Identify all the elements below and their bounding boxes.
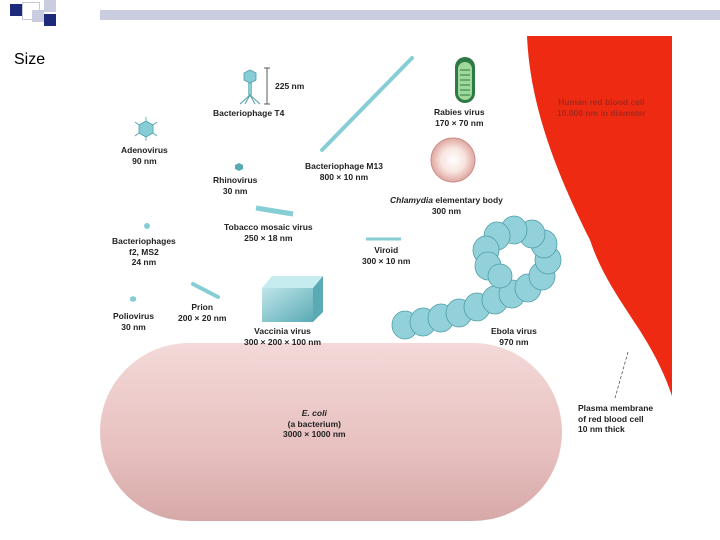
chlamydia-size: 300 nm (431, 205, 462, 216)
m13-label: Bacteriophage M13 800 × 10 nm (305, 161, 383, 182)
chlamydia-label: Chlamydia elementary body 300 nm (390, 195, 503, 216)
ecoli-line1: E. coli (301, 408, 327, 418)
prion-size: 200 × 20 nm (178, 312, 227, 323)
m13-name: Bacteriophage M13 (305, 161, 383, 171)
rbc-label: Human red blood cell 10,000 nm in diamet… (557, 97, 646, 118)
rhinovirus-label: Rhinovirus 30 nm (213, 175, 257, 196)
vaccinia-size: 300 × 200 × 100 nm (244, 336, 322, 347)
ecoli-line2: (a bacterium) (287, 418, 341, 429)
adenovirus-label: Adenovirus 90 nm (121, 145, 168, 166)
chlamydia-name-italic: Chlamydia (390, 195, 433, 205)
chlamydia-name-rest: elementary body (433, 195, 503, 205)
vaccinia-virus-shape (262, 276, 323, 322)
bacteriophage-m13-shape (320, 56, 414, 152)
ebola-name: Ebola virus (491, 326, 537, 336)
ecoli-bacterium (100, 343, 562, 521)
prion-name: Prion (191, 302, 214, 312)
decorative-square-1 (10, 4, 22, 16)
t4-name-label: Bacteriophage T4 (213, 108, 285, 118)
polio-label: Poliovirus 30 nm (113, 311, 154, 332)
ecoli-line3: 3000 × 1000 nm (283, 429, 346, 439)
rhinovirus-size: 30 nm (222, 185, 248, 196)
adenovirus-name: Adenovirus (121, 145, 168, 155)
tmv-name: Tobacco mosaic virus (224, 222, 313, 232)
membrane-pointer-line (614, 351, 629, 399)
m13-size: 800 × 10 nm (319, 171, 369, 182)
title-bar-stripe (100, 10, 720, 20)
tmv-label: Tobacco mosaic virus 250 × 18 nm (224, 222, 313, 243)
viroid-label: Viroid 300 × 10 nm (362, 245, 410, 266)
tmv-size: 250 × 18 nm (244, 232, 293, 243)
vaccinia-name: Vaccinia virus (254, 326, 311, 336)
chlamydia-body-shape (430, 137, 476, 183)
rbc-name: Human red blood cell (558, 97, 645, 107)
vaccinia-label: Vaccinia virus 300 × 200 × 100 nm (244, 326, 321, 347)
f2-line1: Bacteriophages (112, 236, 176, 246)
decorative-square-5 (44, 14, 56, 26)
poliovirus-shape (130, 296, 136, 302)
rhinovirus-shape (235, 163, 243, 171)
adenovirus-size: 90 nm (132, 155, 157, 166)
viroid-size: 300 × 10 nm (362, 255, 411, 266)
adenovirus-shape (134, 117, 158, 141)
membrane-line3: 10 nm thick (578, 424, 625, 434)
prion-shape (191, 282, 220, 299)
ebola-label: Ebola virus 970 nm (491, 326, 537, 347)
ebola-size: 970 nm (499, 336, 529, 347)
f2-line2: f2, MS2 (129, 246, 159, 257)
rabies-virus-shape (455, 57, 475, 103)
rhinovirus-name: Rhinovirus (213, 175, 258, 185)
rabies-size: 170 × 70 nm (435, 117, 484, 128)
decorative-square-4 (44, 0, 56, 12)
membrane-line2: of red blood cell (578, 413, 644, 424)
decorative-square-3 (32, 10, 44, 22)
rabies-label: Rabies virus 170 × 70 nm (434, 107, 485, 128)
t4-size-label: 225 nm (275, 81, 305, 91)
ecoli-label: E. coli (a bacterium) 3000 × 1000 nm (283, 408, 346, 440)
bacteriophage-t4-shape (239, 69, 261, 105)
membrane-line1: Plasma membrane (578, 403, 654, 413)
f2-line3: 24 nm (131, 257, 157, 267)
rbc-size: 10,000 nm in diameter (557, 107, 646, 118)
viroid-name: Viroid (374, 245, 399, 255)
f2-label: Bacteriophages f2, MS2 24 nm (112, 236, 176, 268)
slide-title: Size (14, 51, 46, 68)
tobacco-mosaic-virus-shape (255, 205, 294, 217)
prion-label: Prion 200 × 20 nm (178, 302, 226, 323)
bacteriophage-f2-shape (144, 223, 150, 229)
polio-size: 30 nm (121, 321, 146, 332)
ebola-virus-shape (391, 215, 562, 340)
rabies-name: Rabies virus (434, 107, 485, 117)
red-blood-cell (527, 36, 672, 396)
polio-name: Poliovirus (113, 311, 155, 321)
membrane-label: Plasma membrane of red blood cell 10 nm … (578, 403, 653, 435)
